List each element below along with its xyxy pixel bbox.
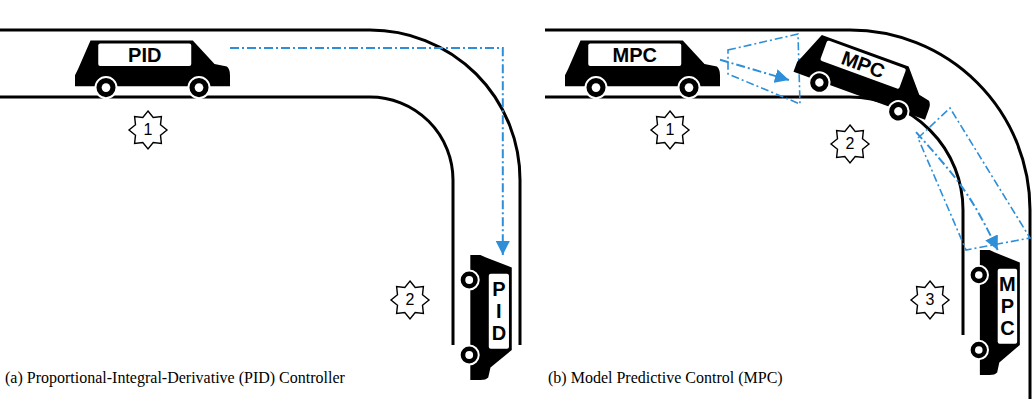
car-symbol bbox=[789, 28, 941, 132]
prediction-horizons bbox=[728, 34, 1030, 250]
car-wheel bbox=[806, 69, 832, 95]
car-body bbox=[793, 30, 940, 120]
wheel-hub bbox=[465, 276, 473, 284]
wheel-hub bbox=[893, 106, 904, 117]
callout-star bbox=[129, 111, 167, 149]
car-symbol bbox=[458, 255, 514, 380]
road-outer-edge bbox=[545, 30, 1030, 399]
car-wheel bbox=[970, 341, 988, 359]
callout-star bbox=[831, 125, 869, 163]
car-wheel bbox=[678, 77, 699, 98]
callout-number: 2 bbox=[395, 290, 425, 310]
car-wheel bbox=[95, 77, 116, 98]
trajectory-arrow bbox=[720, 60, 789, 80]
callout-star bbox=[911, 281, 949, 319]
car-wheel bbox=[970, 266, 988, 284]
wheel-hub bbox=[814, 77, 825, 88]
callout-number: 1 bbox=[133, 120, 163, 140]
vehicle-node: MPC bbox=[565, 38, 720, 100]
vehicle-label: M P C bbox=[998, 273, 1017, 339]
car-window bbox=[820, 40, 906, 89]
car-window bbox=[98, 44, 191, 66]
callout-number: 3 bbox=[915, 290, 945, 310]
vehicle-label: MPC bbox=[613, 45, 657, 65]
vehicle-label: P I D bbox=[489, 278, 509, 344]
trajectory-arrow bbox=[916, 132, 998, 250]
road-inner-edge bbox=[545, 97, 963, 335]
vehicle-node: MPC bbox=[789, 28, 941, 132]
wheel-hub bbox=[102, 83, 111, 92]
panel-caption: (b) Model Predictive Control (MPC) bbox=[548, 368, 783, 388]
car-label-area: PID bbox=[98, 44, 191, 66]
road-outer-edge bbox=[0, 30, 520, 345]
vehicle-node: PID bbox=[75, 38, 230, 100]
car-wheel bbox=[460, 270, 479, 289]
car-window bbox=[588, 44, 681, 66]
car-window bbox=[489, 274, 509, 349]
car-wheel bbox=[885, 98, 911, 124]
callout-star bbox=[391, 281, 429, 319]
car-wheel bbox=[188, 77, 209, 98]
callout-stars bbox=[129, 111, 949, 319]
wheel-hub bbox=[465, 351, 473, 359]
callout-number: 2 bbox=[835, 134, 865, 154]
wheel-hub bbox=[685, 83, 694, 92]
car-window bbox=[998, 269, 1017, 344]
road-inner-edge bbox=[0, 97, 453, 345]
panel-caption: (a) Proportional-Integral-Derivative (PI… bbox=[5, 368, 345, 388]
callout-star bbox=[651, 111, 689, 149]
wheel-hub bbox=[592, 83, 601, 92]
vehicle-node: M P C bbox=[968, 250, 1022, 375]
car-label-area: P I D bbox=[489, 274, 509, 349]
wheel-hub bbox=[195, 83, 204, 92]
wheel-hub bbox=[975, 346, 983, 354]
car-label-area: MPC bbox=[588, 44, 681, 66]
vehicle-node: P I D bbox=[458, 255, 514, 380]
wheel-hub bbox=[975, 271, 983, 279]
callout-number: 1 bbox=[655, 120, 685, 140]
prediction-cone bbox=[728, 34, 800, 104]
prediction-cone bbox=[918, 108, 1030, 250]
car-label-area: M P C bbox=[998, 269, 1017, 344]
trajectory-arrow bbox=[230, 48, 503, 255]
car-wheel bbox=[460, 345, 479, 364]
road-edges bbox=[0, 30, 1030, 399]
vehicle-label: PID bbox=[128, 45, 161, 65]
car-wheel bbox=[585, 77, 606, 98]
